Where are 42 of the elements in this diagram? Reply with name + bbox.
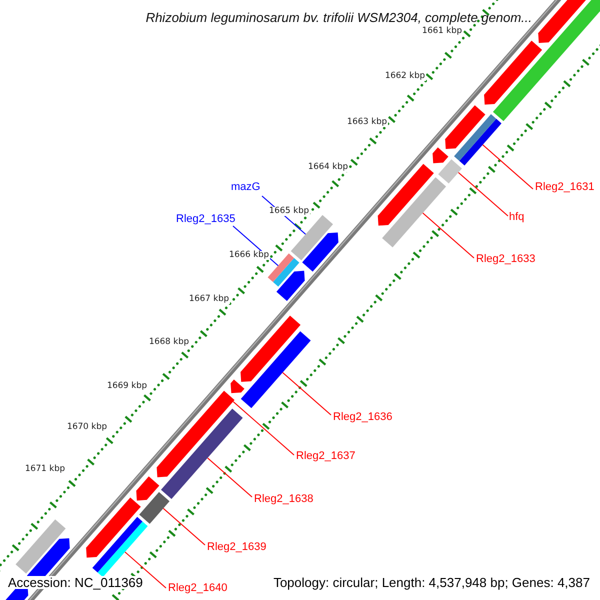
scale-label: 1662 kbp <box>384 72 426 80</box>
map-title: Rhizobium leguminosarum bv. trifolii WSM2304, complete genom... <box>146 11 532 24</box>
gene-feature <box>160 408 243 500</box>
leader-line <box>482 144 534 190</box>
gene-feature <box>92 516 148 578</box>
scale-label: 1670 kbp <box>66 423 108 432</box>
genome-info-text: Topology: circular; Length: 4,537,948 bp; Genes: 4,387 <box>273 576 590 589</box>
leader-line <box>422 212 474 258</box>
gene-label: Rleg2_1633 <box>476 254 536 265</box>
scale-label: 1663 kbp <box>346 118 388 126</box>
gene-feature <box>454 114 502 166</box>
gene-label: Rleg2_1638 <box>254 494 314 505</box>
scale-label: 1666 kbp <box>228 251 270 260</box>
leader-line <box>162 508 206 546</box>
scale-label: 1661 kbp <box>420 27 463 36</box>
gene-feature <box>382 177 446 248</box>
gene-feature <box>438 159 462 184</box>
leader-line <box>207 458 252 498</box>
gene-feature <box>156 390 235 478</box>
scale-label: 1671 kbp <box>24 465 66 474</box>
gene-label: Rleg2_1637 <box>296 451 356 462</box>
gene-label: hfq <box>509 212 524 223</box>
leader-line <box>124 552 166 588</box>
gene-label: mazG <box>231 182 260 193</box>
accession-text: Accession: NC_011369 <box>8 576 143 589</box>
gene-label: Rleg2_1635 <box>176 214 236 225</box>
scale-label: 1664 kbp <box>306 163 349 172</box>
leader-line <box>282 372 332 416</box>
scale-label: 1669 kbp <box>106 382 148 390</box>
scale-label: 1667 kbp <box>188 295 230 304</box>
gene-feature <box>268 253 300 287</box>
leader-line <box>232 401 294 456</box>
gene-feature <box>139 492 170 524</box>
gene-label: Rleg2_1640 <box>168 583 228 594</box>
gene-label: Rleg2_1636 <box>333 412 392 423</box>
gene-feature <box>240 331 311 408</box>
scale-label: 1668 kbp <box>148 338 190 346</box>
leader-line <box>458 172 508 216</box>
scale-label: 1665 kbp <box>268 207 310 216</box>
gene-label: Rleg2_1639 <box>207 542 266 553</box>
gene-label: Rleg2_1631 <box>535 182 594 193</box>
gene-feature <box>290 215 333 260</box>
